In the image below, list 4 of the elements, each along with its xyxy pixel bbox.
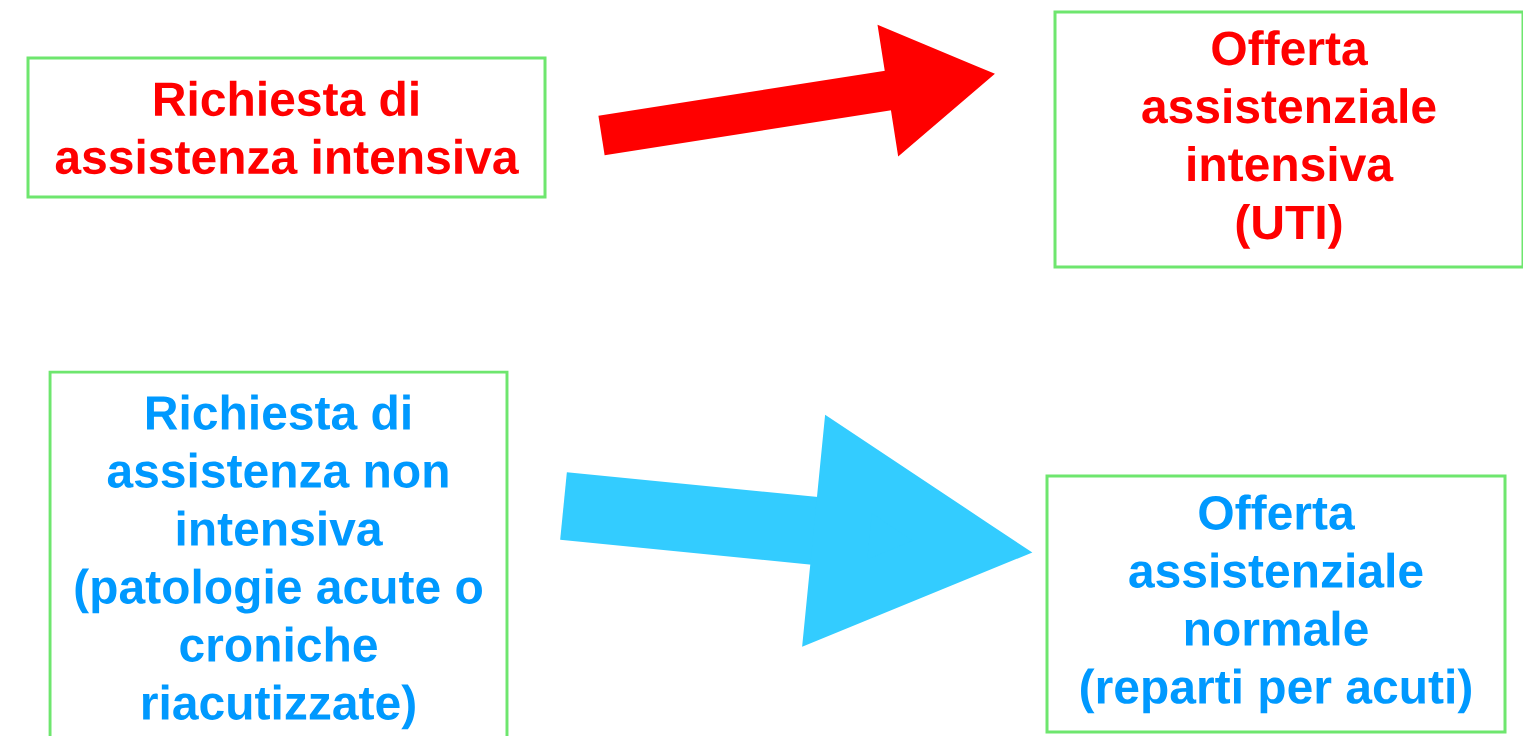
process-box: Richiesta di assistenza non intensiva (patologie acute o croniche riacutizzate) [48,370,509,736]
process-box: Richiesta di assistenza intensiva [26,56,547,199]
process-box: Offerta assistenziale intensiva (UTI) [1053,10,1523,269]
process-box: Offerta assistenziale normale (reparti per acuti) [1045,474,1507,734]
